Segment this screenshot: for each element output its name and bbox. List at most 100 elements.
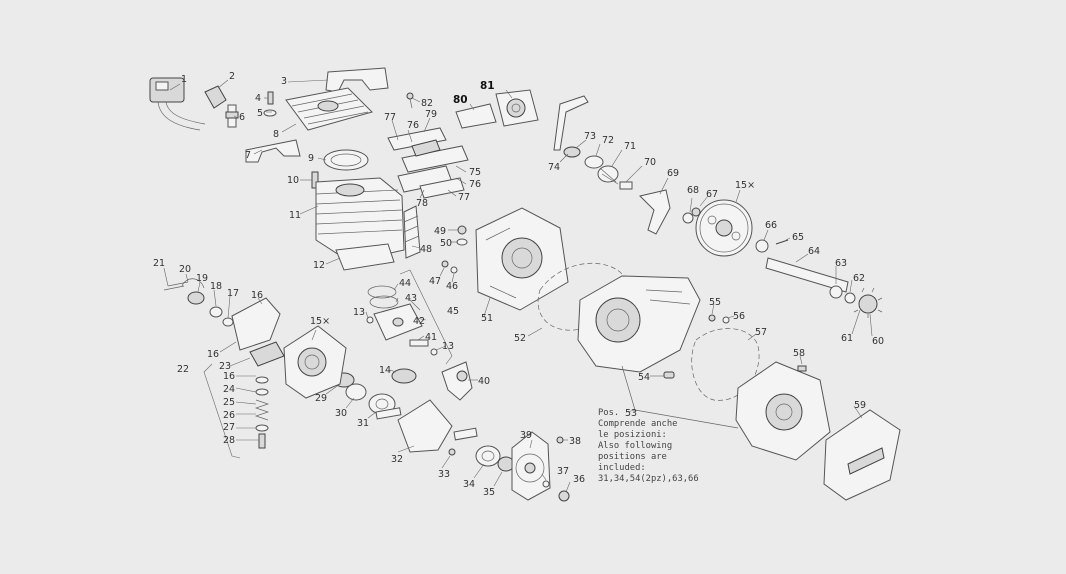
part-47 bbox=[441, 260, 449, 268]
label-22: 22 bbox=[177, 364, 189, 375]
note-line-6: included: bbox=[598, 463, 646, 473]
label-82: 82 bbox=[421, 98, 433, 109]
label-43: 43 bbox=[405, 293, 417, 304]
label-60: 60 bbox=[872, 336, 884, 347]
clutch-drum bbox=[283, 325, 347, 399]
label-47: 47 bbox=[429, 276, 441, 287]
part-67 bbox=[691, 207, 701, 217]
label-42: 42 bbox=[413, 316, 425, 327]
label-41: 41 bbox=[425, 332, 437, 343]
label-15a: 15× bbox=[310, 316, 330, 327]
label-46: 46 bbox=[446, 281, 458, 292]
piston-pin bbox=[409, 339, 429, 347]
crankshaft bbox=[375, 399, 478, 453]
ignition-coil bbox=[149, 77, 206, 131]
label-39: 39 bbox=[520, 430, 532, 441]
label-23: 23 bbox=[219, 361, 231, 372]
clutch-shoes bbox=[231, 297, 285, 367]
intake-gasket bbox=[455, 103, 497, 129]
bearing-30 bbox=[345, 383, 367, 401]
part-55 bbox=[708, 314, 716, 322]
position-note: Pos. Comprende anche le posizioni: Also … bbox=[598, 408, 699, 484]
label-8: 8 bbox=[273, 129, 279, 140]
label-18: 18 bbox=[210, 281, 222, 292]
label-45: 45 bbox=[447, 306, 459, 317]
clip-13b bbox=[430, 348, 438, 356]
kickstart-segment bbox=[639, 189, 671, 235]
label-80: 80 bbox=[453, 94, 468, 106]
part-33 bbox=[448, 448, 456, 456]
label-13a: 13 bbox=[353, 307, 365, 318]
part-50 bbox=[456, 238, 468, 246]
connecting-rod bbox=[441, 361, 473, 401]
label-9: 9 bbox=[308, 153, 314, 164]
part-56 bbox=[722, 316, 730, 324]
label-58: 58 bbox=[793, 348, 805, 359]
carburetor bbox=[495, 89, 539, 127]
part-36 bbox=[558, 490, 570, 502]
label-55: 55 bbox=[709, 297, 721, 308]
label-51: 51 bbox=[481, 313, 493, 324]
label-25: 25 bbox=[223, 397, 235, 408]
spark-plug-cap bbox=[204, 85, 227, 109]
base-gasket bbox=[335, 243, 395, 271]
label-67: 67 bbox=[706, 189, 718, 200]
label-63: 63 bbox=[835, 258, 847, 269]
label-75: 75 bbox=[469, 167, 481, 178]
label-72: 72 bbox=[602, 135, 614, 146]
crankcase bbox=[577, 275, 701, 373]
label-64: 64 bbox=[808, 246, 820, 257]
crankcase-right bbox=[735, 361, 831, 461]
label-70: 70 bbox=[644, 157, 656, 168]
label-53: 53 bbox=[625, 408, 637, 419]
label-48: 48 bbox=[420, 244, 432, 255]
label-35: 35 bbox=[483, 487, 495, 498]
label-26: 26 bbox=[223, 410, 235, 421]
label-77a: 77 bbox=[384, 112, 396, 123]
flywheel bbox=[511, 431, 551, 501]
label-40: 40 bbox=[478, 376, 490, 387]
label-27: 27 bbox=[223, 422, 235, 433]
manifold-fins bbox=[403, 205, 421, 259]
note-line-7: 31,34,54(2pz),63,66 bbox=[598, 474, 699, 484]
note-line-1: Pos. bbox=[598, 408, 619, 418]
label-49: 49 bbox=[434, 226, 446, 237]
label-74: 74 bbox=[548, 162, 560, 173]
label-3: 3 bbox=[281, 76, 287, 87]
label-17: 17 bbox=[227, 288, 239, 299]
label-13b: 13 bbox=[442, 341, 454, 352]
label-66: 66 bbox=[765, 220, 777, 231]
label-11: 11 bbox=[289, 210, 301, 221]
label-79: 79 bbox=[425, 109, 437, 120]
part-labels: 1 2 3 4 5 6 7 8 9 10 11 12 13 13 14 15× … bbox=[153, 71, 884, 498]
label-71: 71 bbox=[624, 141, 636, 152]
crankcase-cover-left bbox=[475, 207, 569, 311]
label-2: 2 bbox=[229, 71, 235, 82]
label-7: 7 bbox=[245, 150, 251, 161]
leader-lines bbox=[163, 79, 873, 493]
piston bbox=[373, 303, 423, 341]
label-16b: 16 bbox=[207, 349, 219, 360]
clutch-spring-stack bbox=[254, 376, 270, 449]
note-line-3: le posizioni: bbox=[598, 430, 667, 440]
part-46 bbox=[450, 266, 458, 274]
head-bracket bbox=[245, 139, 301, 163]
spark-plug bbox=[225, 104, 239, 128]
group-bracket-22 bbox=[203, 363, 241, 459]
label-69: 69 bbox=[667, 168, 679, 179]
label-29: 29 bbox=[315, 393, 327, 404]
label-57: 57 bbox=[755, 327, 767, 338]
label-5: 5 bbox=[257, 108, 263, 119]
label-62: 62 bbox=[853, 273, 865, 284]
piston-ring-2 bbox=[369, 295, 399, 309]
needle-bearing bbox=[391, 368, 417, 384]
label-16c: 16 bbox=[223, 371, 235, 382]
cylinder-head bbox=[285, 87, 373, 131]
label-76b: 76 bbox=[469, 179, 481, 190]
label-32: 32 bbox=[391, 454, 403, 465]
clutch-cover bbox=[823, 409, 901, 501]
label-24: 24 bbox=[223, 384, 235, 395]
label-44: 44 bbox=[399, 278, 411, 289]
label-56: 56 bbox=[733, 311, 745, 322]
